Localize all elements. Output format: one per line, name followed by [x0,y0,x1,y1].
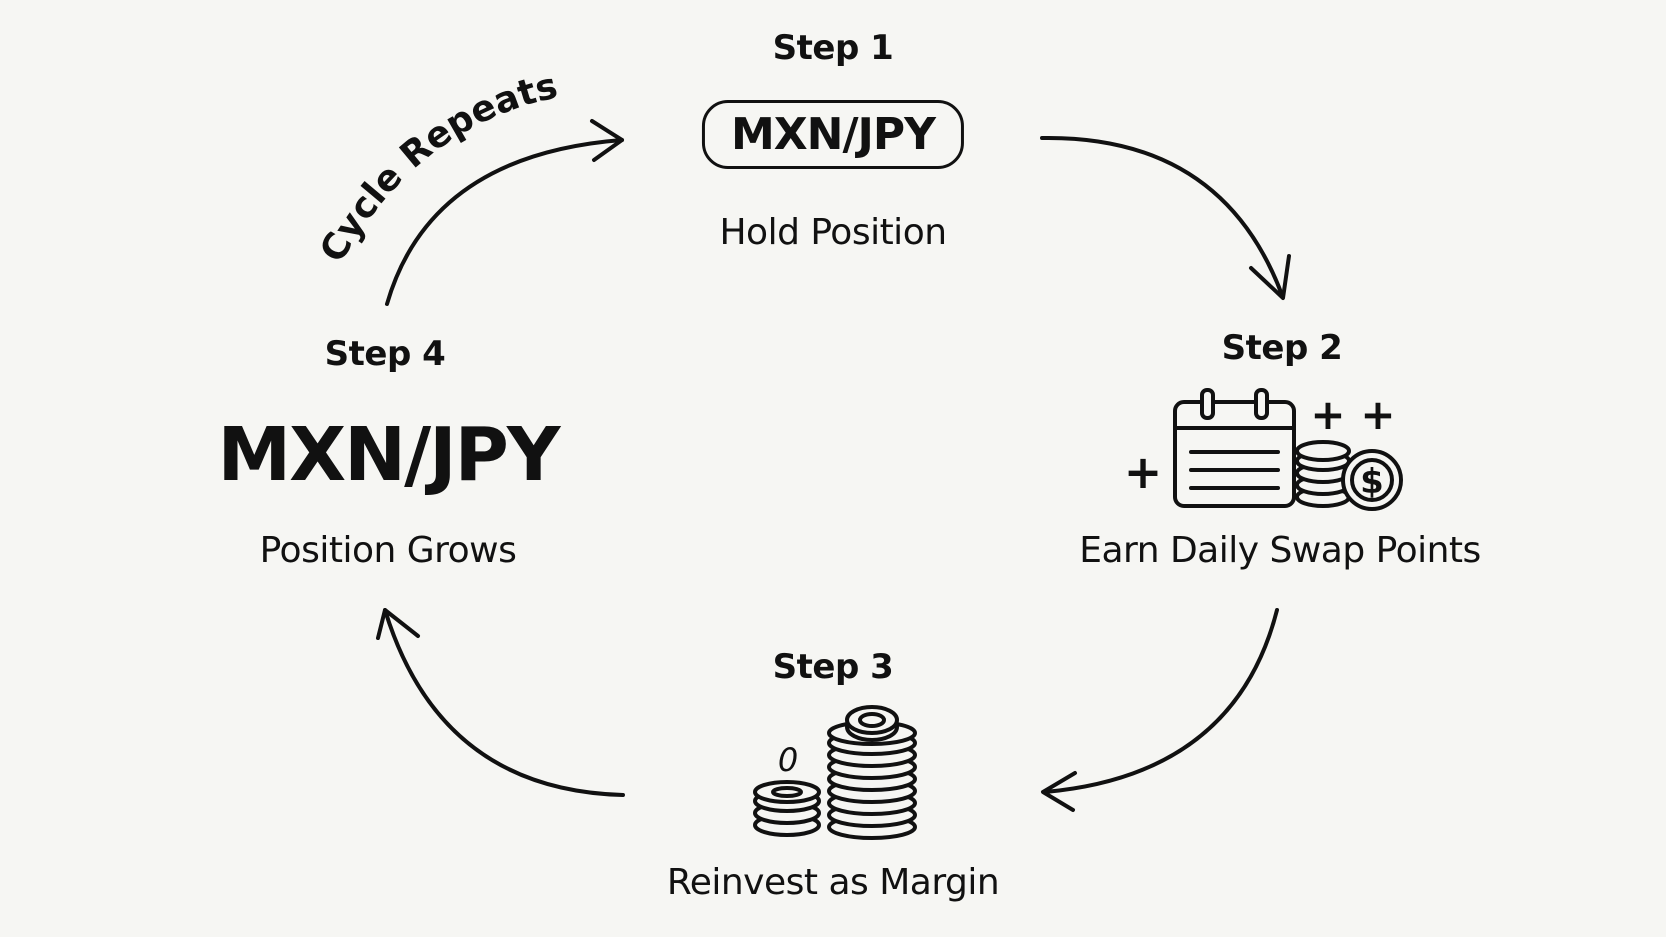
floating-coin-icon: 0 [778,741,798,779]
arrow-step3-to-step4 [376,608,625,797]
calendar-icon [1173,388,1296,508]
dollar-coin-icon [1341,449,1403,511]
plus-icon: + [1360,390,1395,439]
step4-title: Step 4 [324,334,446,374]
step2-description: Earn Daily Swap Points [1079,530,1481,571]
arrow-step1-to-step2 [1040,135,1291,300]
step2-title: Step 2 [1221,328,1343,368]
small-coin-stack-icon [753,780,821,837]
coin-stacks-icon [753,705,917,840]
cycle-repeats-label: Cycle Repeats [312,66,561,270]
arrow-step4-to-step1 [385,119,624,306]
plus-icon: + [1310,390,1345,439]
step4-description: Position Grows [259,530,517,571]
calendar-coins-icon [1173,388,1403,511]
step4-pair-text: MXN/JPY [217,412,560,498]
step1-description: Hold Position [719,212,947,253]
step1-title: Step 1 [772,28,894,68]
step3-description: Reinvest as Margin [666,862,1000,903]
top-coin-icon [845,705,899,742]
step1-pair-badge: MXN/JPY [701,100,965,169]
step3-title: Step 3 [772,647,894,687]
arrow-step2-to-step3 [1041,608,1279,812]
plus-icon: + [1124,445,1163,499]
coin-stack-icon [1295,440,1351,508]
dollar-sign-icon: $ [1360,462,1384,502]
